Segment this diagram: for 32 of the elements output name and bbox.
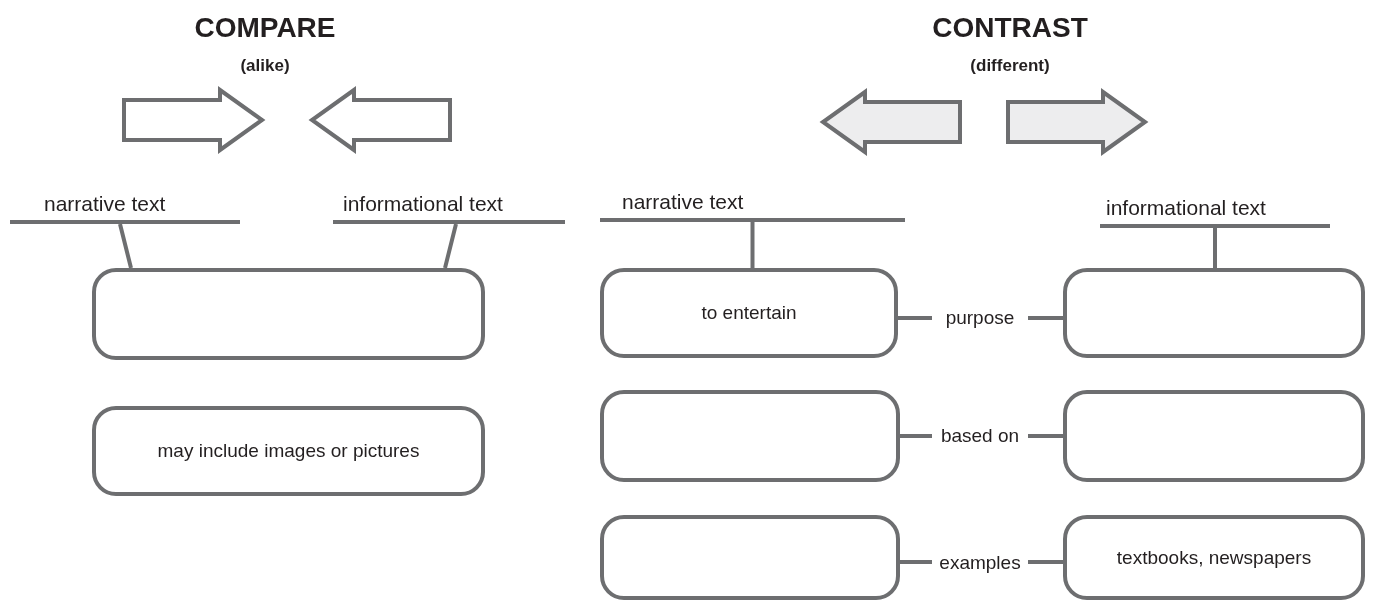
connector-line <box>1028 560 1063 564</box>
connector-line <box>443 223 458 269</box>
box-text: to entertain <box>701 302 797 324</box>
empty-box <box>600 390 900 482</box>
heading-text: narrative text <box>622 190 744 214</box>
connector-line <box>900 560 932 564</box>
heading-text: narrative text <box>44 192 166 216</box>
connector-line <box>1213 228 1217 268</box>
connector-line <box>900 434 932 438</box>
empty-box <box>1063 268 1365 358</box>
heading: CONTRAST <box>932 12 1088 44</box>
heading-text: informational text <box>343 192 503 216</box>
connector-line <box>118 223 133 269</box>
heading-text: informational text <box>1106 196 1266 220</box>
subheading: (alike) <box>240 56 290 76</box>
connector-line <box>1028 316 1063 320</box>
connector-label: purpose <box>932 300 1028 336</box>
empty-box <box>92 268 485 360</box>
subheading: (different) <box>970 56 1050 76</box>
rounded-box <box>600 268 898 358</box>
connector-line <box>1028 434 1063 438</box>
connector-line <box>750 222 755 268</box>
empty-box <box>1063 390 1365 482</box>
box-text: may include images or pictures <box>157 440 420 462</box>
connector-label: examples <box>932 545 1028 581</box>
rounded-box <box>1063 515 1365 600</box>
connector-label: based on <box>932 408 1028 464</box>
heading: COMPARE <box>194 12 336 44</box>
box-text: textbooks, newspapers <box>1116 546 1312 569</box>
empty-box <box>600 515 900 600</box>
connector-line <box>898 316 932 320</box>
rounded-box <box>92 406 485 496</box>
